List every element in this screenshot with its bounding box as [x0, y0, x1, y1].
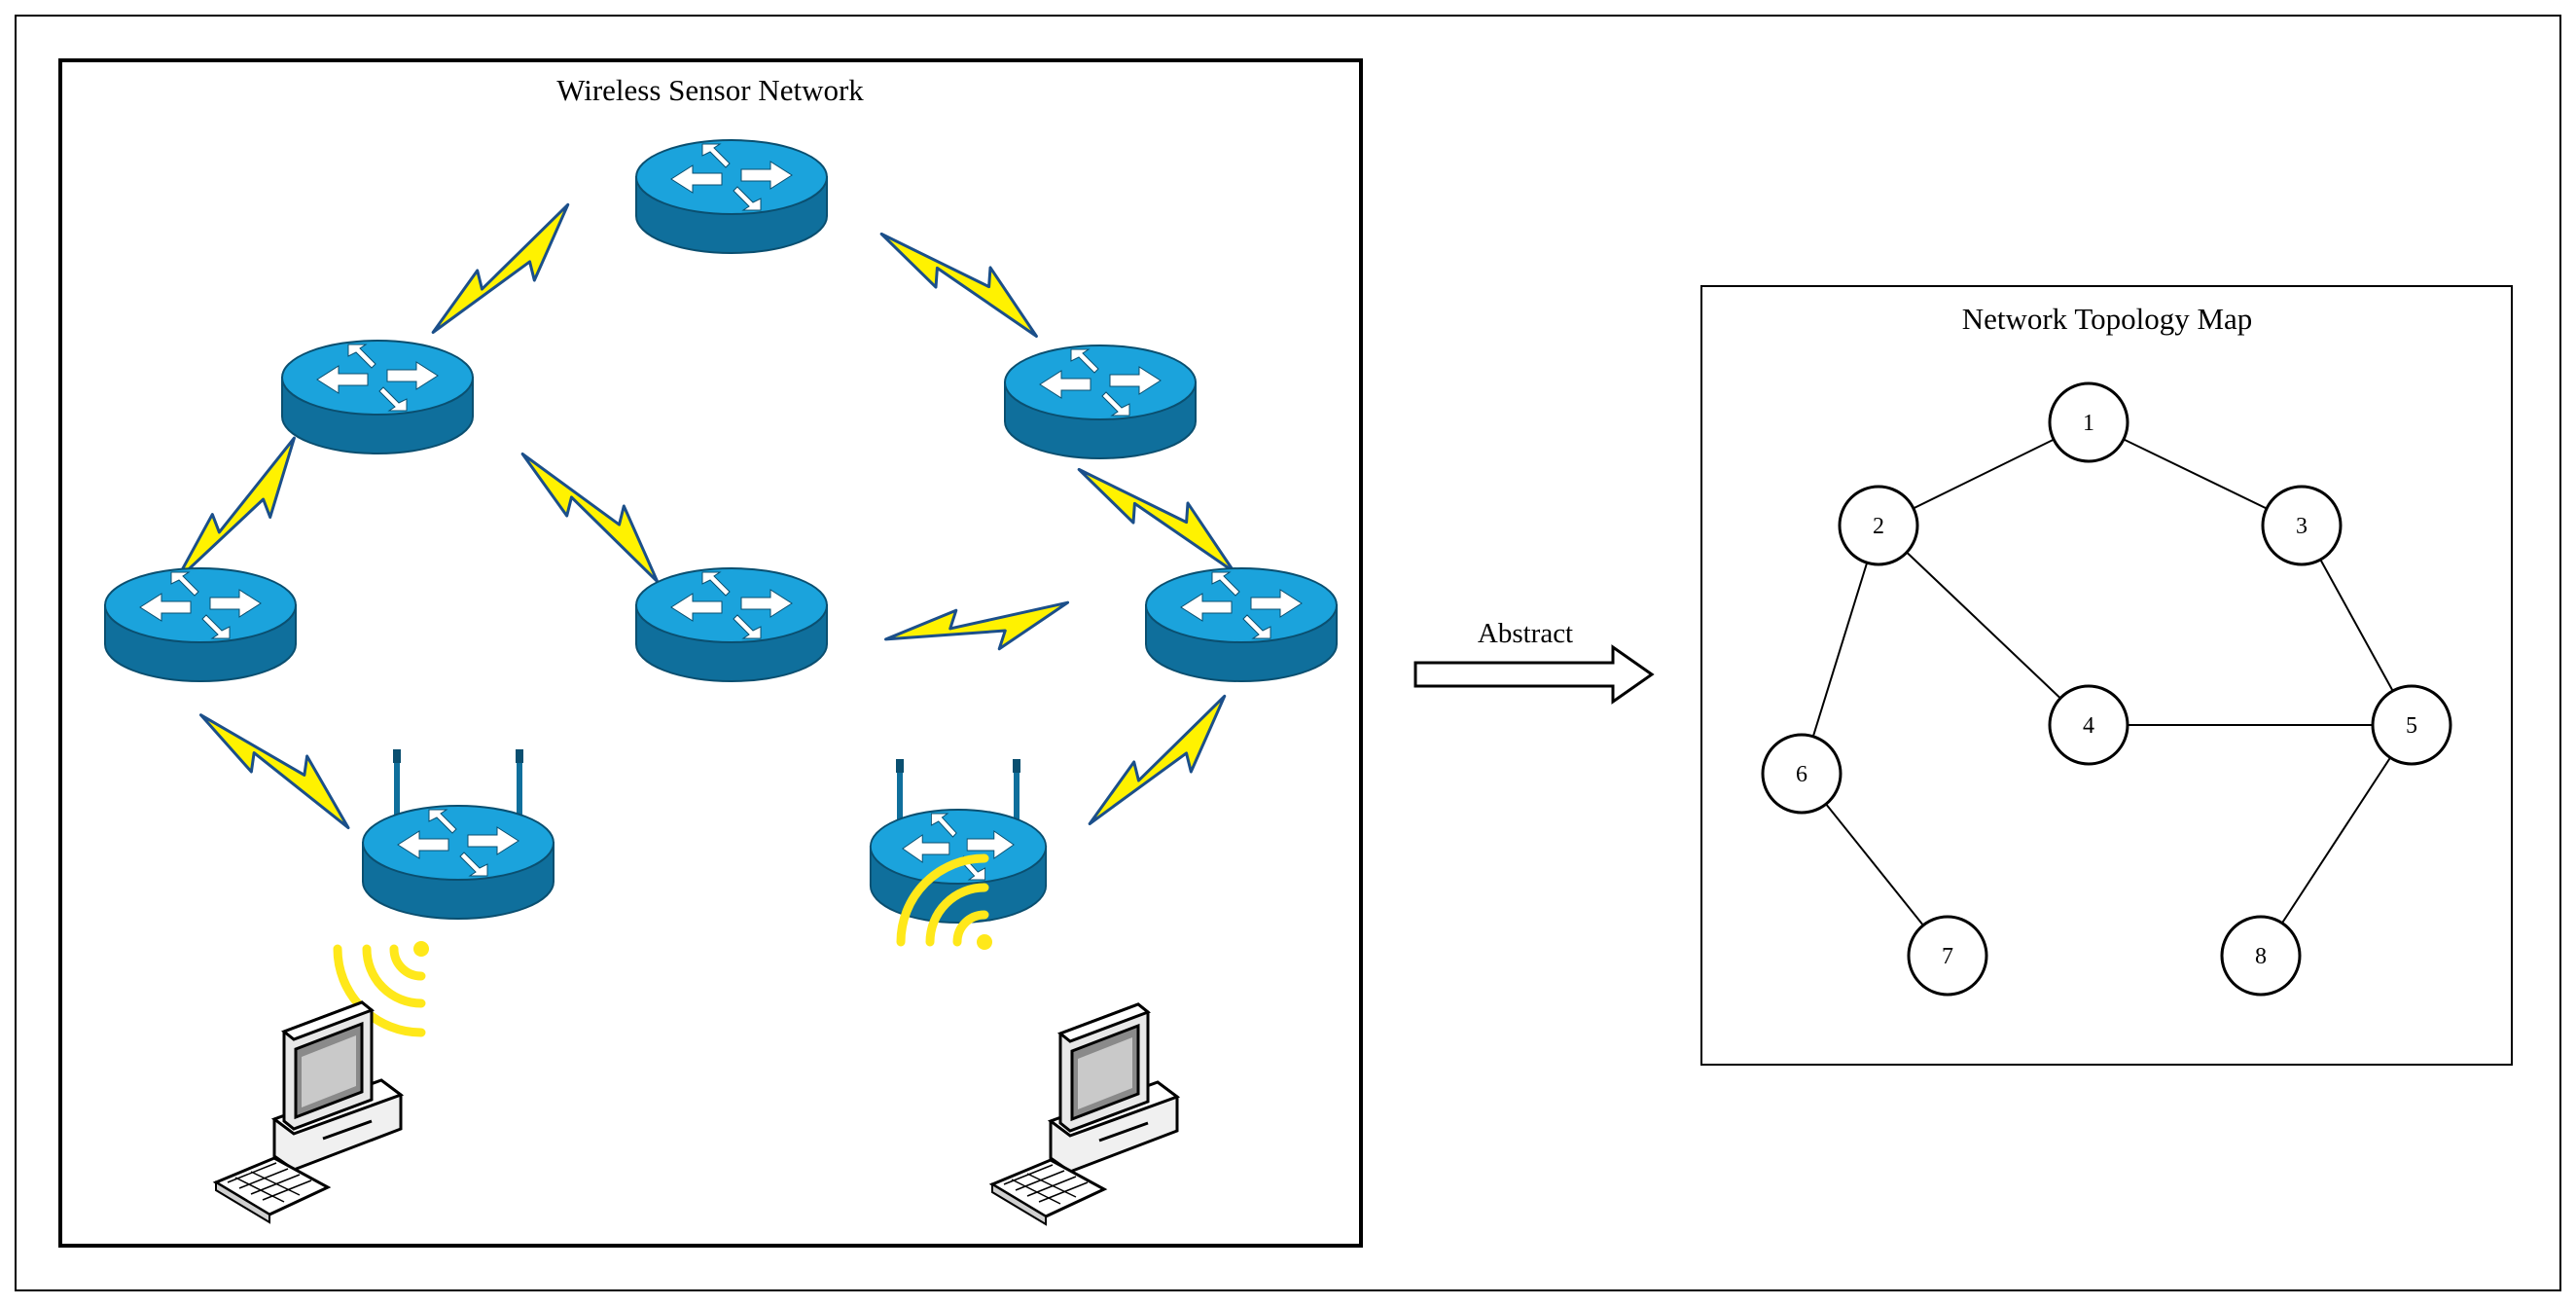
router-icon — [104, 567, 297, 682]
router-icon — [635, 139, 828, 254]
topology-node-circle — [1907, 915, 1988, 997]
topology-node-label: 5 — [2406, 713, 2417, 739]
topology-title: Network Topology Map — [1962, 302, 2253, 336]
router-icon — [1004, 345, 1197, 459]
topology-node-label: 3 — [2296, 514, 2308, 539]
topology-node-label: 2 — [1873, 514, 1884, 539]
wireless-router-icon — [362, 749, 555, 920]
topology-node-7: 7 — [1907, 915, 1988, 997]
topology-edge-5-8 — [2260, 724, 2413, 957]
topology-node-2: 2 — [1838, 485, 1919, 566]
router-icon — [1145, 567, 1338, 682]
wireless-router-icon — [869, 759, 1048, 924]
topology-node-circle — [2261, 485, 2343, 566]
topology-node-circle — [2048, 684, 2129, 766]
topology-node-circle — [2048, 381, 2129, 463]
topology-node-label: 6 — [1796, 762, 1807, 787]
router-icon — [635, 567, 828, 682]
topology-node-4: 4 — [2048, 684, 2129, 766]
topology-node-8: 8 — [2220, 915, 2302, 997]
topology-node-label: 1 — [2083, 411, 2094, 436]
topology-node-circle — [2371, 684, 2452, 766]
topology-node-circle — [1838, 485, 1919, 566]
outer-frame — [15, 15, 2561, 1291]
topology-node-1: 1 — [2048, 381, 2129, 463]
topology-edge-2-6 — [1801, 525, 1879, 775]
abstract-label: Abstract — [1478, 618, 1573, 649]
topology-node-label: 7 — [1942, 944, 1953, 969]
topology-node-5: 5 — [2371, 684, 2452, 766]
topology-nodes: 1 2 3 4 5 6 7 8 — [1761, 381, 2452, 997]
router-icon — [281, 340, 474, 454]
topology-node-label: 8 — [2255, 944, 2267, 969]
wsn-title: Wireless Sensor Network — [556, 73, 864, 107]
topology-node-3: 3 — [2261, 485, 2343, 566]
topology-node-circle — [2220, 915, 2302, 997]
abstract-arrow — [1413, 644, 1655, 705]
topology-node-6: 6 — [1761, 733, 1843, 815]
topology-edge-2-4 — [1878, 525, 2090, 726]
topology-node-label: 4 — [2083, 713, 2094, 739]
topology-node-circle — [1761, 733, 1843, 815]
